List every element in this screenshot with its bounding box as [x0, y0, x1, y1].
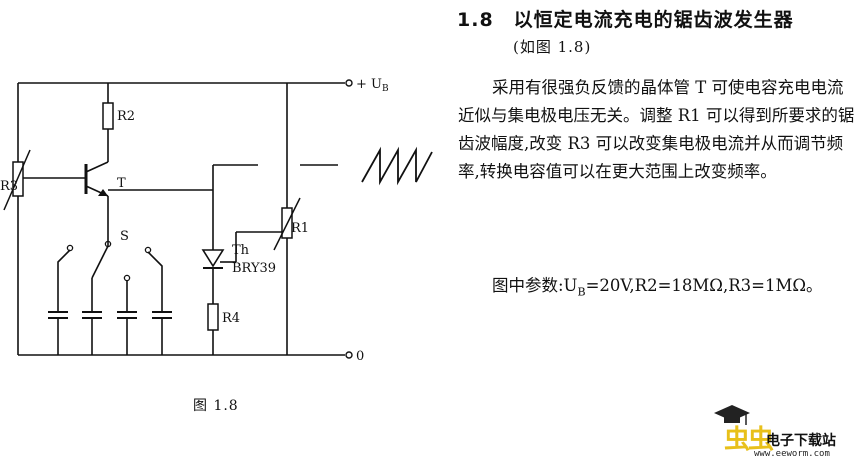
r4-label: R4	[222, 311, 240, 326]
cap4-lead	[147, 251, 163, 312]
sawtooth-waveform	[361, 146, 433, 186]
cap1-lead	[57, 249, 71, 312]
section-subtitle: (如图 1.8)	[513, 38, 592, 56]
thyristor-part-label: BRY39	[232, 261, 276, 276]
thyristor-symbol	[201, 249, 225, 268]
switch-contact-2	[104, 240, 112, 248]
capacitor-4	[152, 311, 172, 355]
section-title: 1.8 以恒定电流充电的锯齿波发生器	[457, 9, 794, 31]
switch-contact-4	[144, 246, 152, 254]
ground-label: 0	[356, 349, 364, 364]
capacitor-2	[82, 311, 102, 355]
supply-label: + UB	[356, 77, 389, 94]
switch-label: S	[120, 229, 129, 244]
r1-label: R1	[291, 221, 309, 236]
switch-contact-1	[66, 244, 74, 252]
transistor-collector	[85, 161, 109, 173]
transistor-label: T	[117, 176, 126, 191]
site-logo: 虫虫 电子下载站 www.eeworm.com	[710, 403, 860, 459]
supply-terminal	[345, 79, 353, 87]
paragraph-1: 采用有很强负反馈的晶体管 T 可使电容充电电流近似与集电极电压无关。调整 R1 …	[458, 78, 855, 181]
paragraph-2: 图中参数:UB=20V,R2=18MΩ,R3=1MΩ。	[492, 276, 823, 299]
capacitor-3	[117, 311, 137, 355]
logo-text: 电子下载站	[766, 433, 836, 449]
r2-resistor	[102, 102, 114, 130]
logo-chars: 虫虫	[724, 425, 774, 455]
emitter-arrow	[98, 189, 108, 196]
r3-adjust-arrow	[3, 149, 31, 211]
switch-contact-3	[123, 274, 131, 282]
graduation-cap-icon	[714, 405, 750, 425]
switch-blade	[91, 245, 109, 279]
r3-label: R3	[0, 179, 18, 194]
logo-url: www.eeworm.com	[754, 449, 830, 459]
capacitor-1	[48, 311, 68, 355]
circuit-diagram: + UB 0 R3 R2 T S	[0, 77, 433, 364]
thyristor-label: Th	[232, 243, 250, 258]
r2-label: R2	[117, 109, 135, 124]
figure-caption: 图 1.8	[193, 398, 239, 414]
r4-resistor	[207, 303, 219, 331]
ground-terminal	[345, 351, 353, 359]
r1-adjust-arrow	[273, 197, 301, 251]
